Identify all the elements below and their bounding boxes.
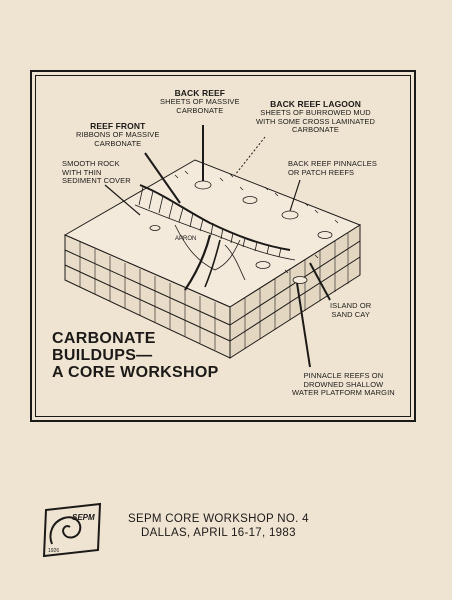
- back-reef-lagoon-label: BACK REEF LAGOON SHEETS OF BURROWED MUD …: [256, 99, 375, 135]
- sepm-logo: SEPM 1926: [42, 502, 102, 558]
- island-line-2: SAND CAY: [331, 309, 370, 319]
- back-reef-pinnacles-line-2: OR PATCH REEFS: [288, 167, 355, 177]
- workshop-location-date: DALLAS, APRIL 16-17, 1983: [141, 527, 296, 539]
- island-label: ISLAND OR SAND CAY: [330, 301, 372, 319]
- back-reef-line-1: SHEETS OF MASSIVE: [160, 97, 240, 106]
- smooth-rock-line-3: SEDIMENT COVER: [62, 176, 131, 185]
- smooth-rock-label: SMOOTH ROCK WITH THIN SEDIMENT COVER: [62, 159, 131, 186]
- pinnacle-reefs-line-2: DROWNED SHALLOW: [303, 379, 384, 389]
- back-reef-lagoon-heading: BACK REEF LAGOON: [270, 99, 361, 109]
- reef-front-heading: REEF FRONT: [90, 121, 146, 131]
- apron-label: APRON: [175, 236, 196, 242]
- back-reef-lagoon-line-3: CARBONATE: [292, 125, 340, 134]
- back-reef-pinnacles-label: BACK REEF PINNACLES OR PATCH REEFS: [288, 159, 378, 177]
- reef-front-label: REEF FRONT RIBBONS OF MASSIVE CARBONATE: [76, 121, 159, 148]
- back-reef-line-2: CARBONATE: [176, 105, 224, 115]
- island-line-1: ISLAND OR: [330, 301, 372, 310]
- smooth-rock-line-2: WITH THIN: [62, 167, 102, 177]
- pinnacle-reefs-line-1: PINNACLE REEFS ON: [303, 371, 384, 380]
- smooth-rock-line-1: SMOOTH ROCK: [62, 159, 120, 168]
- title-line-2: BUILDUPS—: [52, 347, 153, 364]
- pinnacle-reefs-line-3: WATER PLATFORM MARGIN: [292, 388, 395, 397]
- reef-front-line-2: CARBONATE: [94, 138, 142, 148]
- workshop-info: SEPM CORE WORKSHOP NO. 4 DALLAS, APRIL 1…: [128, 512, 309, 540]
- sepm-logo-text: SEPM: [72, 513, 95, 522]
- cover-title: CARBONATE BUILDUPS— A CORE WORKSHOP: [52, 330, 219, 381]
- back-reef-heading: BACK REEF: [174, 88, 226, 98]
- illustration-frame-inner: [35, 75, 411, 417]
- illustration-frame-outer: [30, 70, 416, 422]
- back-reef-pinnacles-line-1: BACK REEF PINNACLES: [288, 159, 378, 168]
- reef-front-line-1: RIBBONS OF MASSIVE: [76, 130, 160, 139]
- back-reef-lagoon-line-2: WITH SOME CROSS LAMINATED: [256, 116, 376, 126]
- back-reef-label: BACK REEF SHEETS OF MASSIVE CARBONATE: [160, 88, 240, 115]
- title-line-1: CARBONATE: [52, 330, 156, 347]
- back-reef-lagoon-line-1: SHEETS OF BURROWED MUD: [260, 108, 371, 117]
- workshop-number: SEPM CORE WORKSHOP NO. 4: [128, 513, 309, 525]
- title-line-3: A CORE WORKSHOP: [52, 364, 219, 381]
- carbonate-buildup-block-diagram: APRON: [63, 125, 362, 368]
- pinnacle-reefs-label: PINNACLE REEFS ON DROWNED SHALLOW WATER …: [292, 371, 395, 398]
- sepm-logo-year: 1926: [48, 548, 59, 554]
